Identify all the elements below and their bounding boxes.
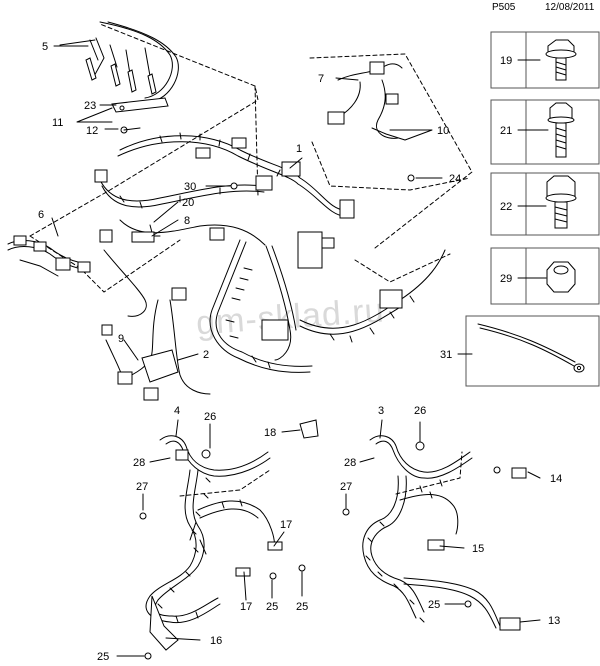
bolt-22-icon [545, 175, 577, 229]
callout-31: 31 [440, 349, 452, 361]
callout-15: 15 [472, 543, 484, 555]
callout-26-left: 26 [204, 411, 216, 423]
callout-16: 16 [210, 635, 222, 647]
callout-27-right: 27 [340, 481, 352, 493]
callout-30: 30 [184, 181, 196, 193]
callout-8: 8 [184, 215, 190, 227]
callout-29: 29 [500, 273, 512, 285]
part-box-29 [490, 247, 600, 305]
callout-22: 22 [500, 201, 512, 213]
callout-11: 11 [52, 117, 63, 129]
callout-19: 19 [500, 55, 512, 67]
callout-9: 9 [118, 333, 124, 345]
callout-25-d: 25 [428, 599, 440, 611]
callout-25-b: 25 [296, 601, 308, 613]
callout-17-right: 17 [280, 519, 292, 531]
callout-labels: 5 23 11 12 6 7 10 24 1 30 20 8 9 2 18 4 … [38, 41, 562, 663]
callout-3: 3 [378, 405, 384, 417]
callout-1: 1 [296, 143, 302, 155]
harness-4 [139, 435, 306, 660]
callout-14: 14 [550, 473, 562, 485]
part-box-21 [490, 99, 600, 165]
callout-20: 20 [182, 197, 194, 209]
callout-7: 7 [318, 73, 324, 85]
cable-tie-31-icon [477, 323, 585, 373]
callout-17-left: 17 [240, 601, 252, 613]
bolt-19-icon [545, 39, 577, 81]
part-box-19 [490, 31, 600, 89]
callout-21: 21 [500, 125, 512, 137]
connector-group-6 [7, 235, 91, 277]
bracket-9 [141, 349, 179, 383]
callout-18: 18 [264, 427, 276, 439]
engine-harness-1 [94, 132, 446, 401]
callout-10: 10 [437, 125, 449, 137]
callout-13: 13 [548, 615, 560, 627]
callout-28-right: 28 [344, 457, 356, 469]
callout-5: 5 [42, 41, 48, 53]
sensor-harness-7 [327, 61, 415, 182]
callout-2: 2 [203, 349, 209, 361]
callout-27-left: 27 [136, 481, 148, 493]
callout-24: 24 [449, 173, 461, 185]
callout-4: 4 [174, 405, 180, 417]
bolt-21-icon [547, 102, 575, 158]
callout-25-a: 25 [266, 601, 278, 613]
callout-28-left: 28 [133, 457, 145, 469]
diagram-date: 12/08/2011 [545, 2, 595, 13]
leader-lines [51, 45, 549, 657]
injector-harness-5 [59, 21, 179, 103]
callout-6: 6 [38, 209, 44, 221]
bracket-23 [111, 97, 169, 134]
callout-12: 12 [86, 125, 98, 137]
callout-25-c: 25 [97, 651, 109, 663]
page-code: P505 [492, 2, 516, 13]
part-box-31 [465, 315, 600, 387]
nut-29-icon [546, 261, 576, 293]
callout-26-right: 26 [414, 405, 426, 417]
harness-3 [342, 435, 527, 631]
clip-18 [299, 419, 319, 439]
callout-23: 23 [84, 100, 96, 112]
part-box-22 [490, 172, 600, 236]
